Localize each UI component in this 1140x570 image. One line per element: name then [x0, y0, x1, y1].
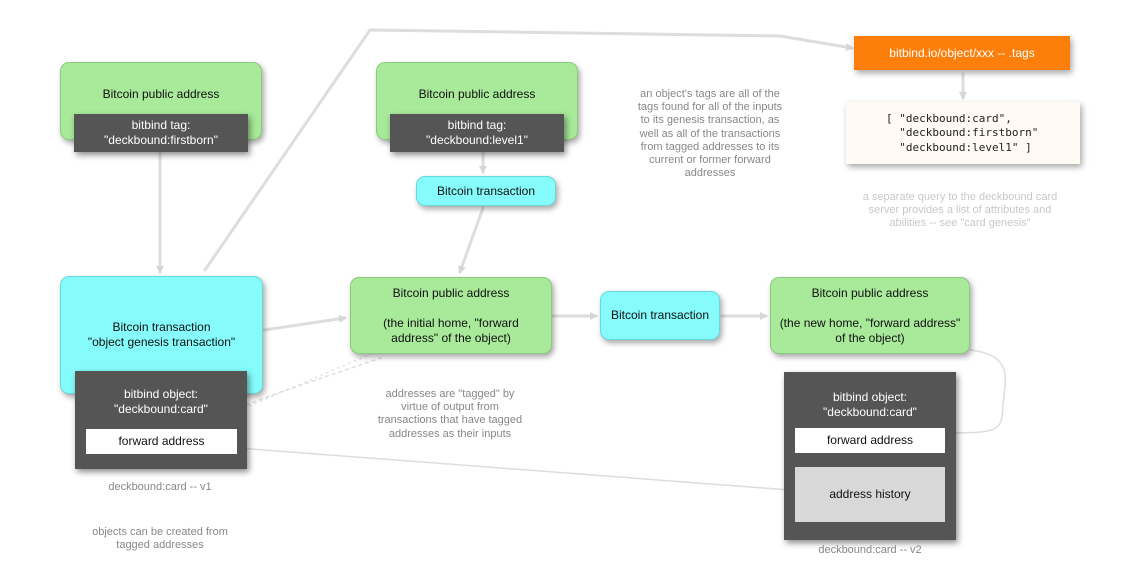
- address-new-home-label: Bitcoin public address (the new home, "f…: [779, 285, 961, 345]
- genesis-transaction-label: Bitcoin transaction "object genesis tran…: [87, 320, 236, 349]
- tag-firstborn-label: bitbind tag: "deckbound:firstborn": [104, 118, 218, 147]
- edge-genesis-to-initial: [262, 314, 347, 332]
- object-v1[interactable]: bitbind object: "deckbound:card": [75, 371, 247, 469]
- query-note: a separate query to the deckbound card s…: [862, 191, 1058, 230]
- api-endpoint-label: bitbind.io/object/xxx -- .tags: [889, 45, 1035, 60]
- tag-level1[interactable]: bitbind tag: "deckbound:level1": [390, 114, 564, 152]
- object-v2-caption: deckbound:card -- v2: [818, 544, 922, 556]
- transaction-forward[interactable]: Bitcoin transaction: [600, 291, 720, 340]
- tag-level1-label: bitbind tag: "deckbound:level1": [426, 118, 528, 147]
- object-v2-forward-address[interactable]: forward address: [795, 428, 945, 453]
- objects-note: objects can be created from tagged addre…: [92, 526, 228, 552]
- tag-firstborn[interactable]: bitbind tag: "deckbound:firstborn": [74, 114, 248, 152]
- object-v1-caption: deckbound:card -- v1: [108, 481, 212, 493]
- tagged-note: addresses are "tagged" by virtue of outp…: [377, 388, 523, 440]
- edge-v1-forward-to-history: [237, 447, 791, 491]
- api-result: [ "deckbound:card", "deckbound:firstborn…: [846, 102, 1080, 164]
- address-firstborn-title: Bitcoin public address: [102, 87, 220, 101]
- transaction-level1[interactable]: Bitcoin transaction: [416, 176, 556, 206]
- object-v1-forward-label: forward address: [118, 434, 205, 448]
- tags-note: an object's tags are all of the tags fou…: [637, 88, 783, 180]
- object-v2-forward-label: forward address: [826, 433, 914, 447]
- object-v1-forward-address[interactable]: forward address: [86, 429, 237, 454]
- object-v2-address-history[interactable]: address history: [795, 467, 945, 522]
- edge-v1-object-to-initial: [204, 347, 386, 426]
- address-initial-home[interactable]: Bitcoin public address (the initial home…: [350, 277, 552, 354]
- edge-tx-to-initial: [458, 206, 485, 274]
- api-endpoint[interactable]: bitbind.io/object/xxx -- .tags: [854, 36, 1070, 70]
- address-level1-title: Bitcoin public address: [418, 87, 536, 101]
- edge-genesis-to-api: [203, 28, 854, 272]
- object-v1-title: bitbind object: "deckbound:card": [114, 387, 208, 416]
- address-initial-home-label: Bitcoin public address (the initial home…: [383, 285, 519, 345]
- transaction-forward-label: Bitcoin transaction: [610, 308, 710, 322]
- address-new-home[interactable]: Bitcoin public address (the new home, "f…: [770, 277, 970, 354]
- edge-new-to-v2-forward: [949, 349, 1007, 434]
- object-v2-title: bitbind object: "deckbound:card": [823, 390, 917, 419]
- object-v2-history-label: address history: [829, 487, 911, 501]
- transaction-level1-label: Bitcoin transaction: [436, 183, 536, 198]
